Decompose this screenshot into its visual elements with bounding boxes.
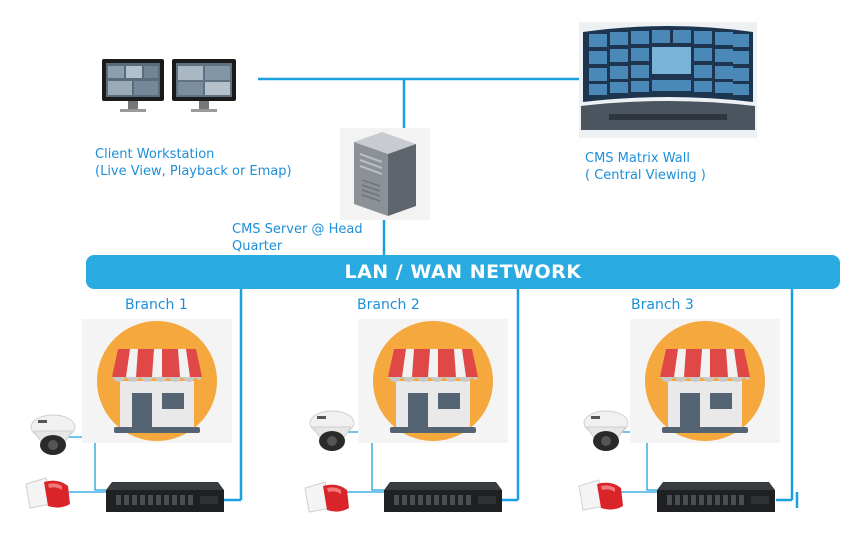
- store-icon: [358, 319, 508, 443]
- nvr-recorder-icon: [657, 482, 775, 512]
- desktop-monitor-icon: [102, 59, 236, 112]
- nvr-recorder-icon: [384, 482, 502, 512]
- matrix-wall-label: CMS Matrix Wall ( Central Viewing ): [585, 150, 706, 184]
- network-label: LAN / WAN NETWORK: [344, 261, 582, 283]
- matrix-label-line1: CMS Matrix Wall: [585, 151, 690, 166]
- alarm-siren-icon: [304, 481, 349, 513]
- matrix-label-line2: ( Central Viewing ): [585, 168, 706, 183]
- store-icon: [82, 319, 232, 443]
- lan-wan-network-bar: LAN / WAN NETWORK: [86, 255, 840, 289]
- client-label-line2: (Live View, Playback or Emap): [95, 164, 292, 179]
- branch-2-label: Branch 2: [357, 297, 420, 313]
- alarm-siren-icon: [25, 477, 70, 509]
- dome-camera-icon: [583, 410, 629, 451]
- matrix-wall-icon: [579, 22, 757, 138]
- alarm-siren-icon: [578, 479, 623, 511]
- dome-camera-icon: [309, 410, 355, 451]
- server-label-line2: Quarter: [232, 239, 283, 254]
- cms-server-label: CMS Server @ Head Quarter: [232, 221, 363, 255]
- server-label-line1: CMS Server @ Head: [232, 222, 363, 237]
- client-label-line1: Client Workstation: [95, 147, 215, 162]
- dome-camera-icon: [30, 414, 76, 455]
- nvr-recorder-icon: [106, 482, 224, 512]
- branch-1-label: Branch 1: [125, 297, 188, 313]
- branch-3-label: Branch 3: [631, 297, 694, 313]
- store-icon: [630, 319, 780, 443]
- server-tower-icon: [340, 128, 430, 220]
- client-workstation-label: Client Workstation (Live View, Playback …: [95, 146, 292, 180]
